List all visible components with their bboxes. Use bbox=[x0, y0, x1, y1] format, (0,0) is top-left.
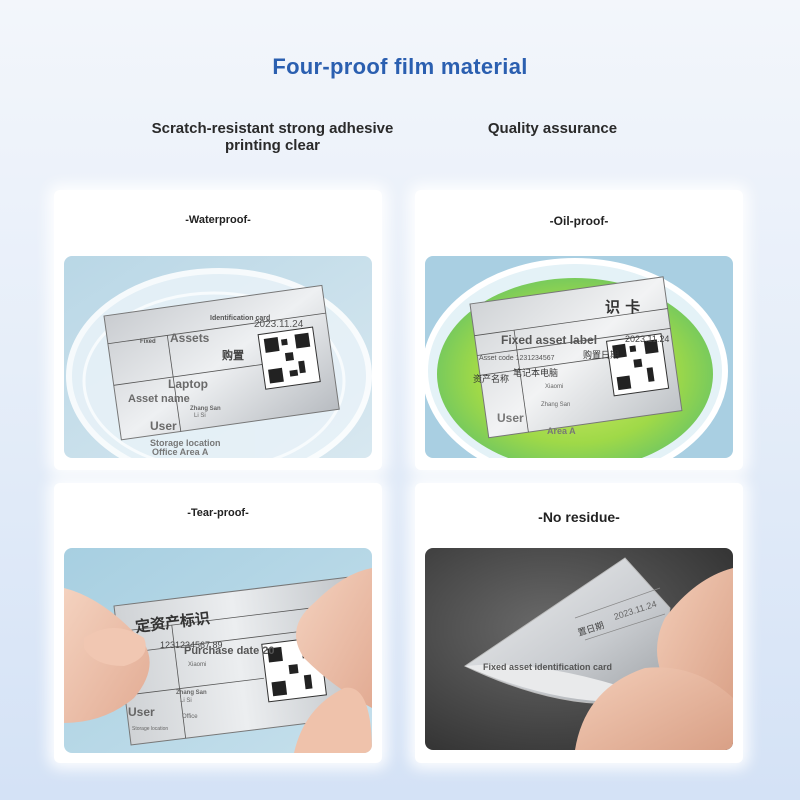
tearproof-photo: 定资产标识 1231234567 89 Xiaomi Purchase date… bbox=[64, 548, 372, 753]
tp-zhang-text: Zhang San bbox=[176, 690, 207, 696]
noresidue-label: -No residue- bbox=[538, 509, 620, 525]
op-date-text: 2023.11.24 bbox=[625, 334, 669, 344]
wp-office-text: Office Area A bbox=[152, 447, 209, 457]
tp-purchase-text: Purchase date 20 bbox=[184, 645, 275, 657]
noresidue-image: Fixed asset identification card 2023.11.… bbox=[425, 548, 733, 750]
tp-office-text: Office bbox=[182, 714, 198, 720]
subtitle-left: Scratch-resistant strong adhesive printi… bbox=[151, 120, 394, 154]
tearproof-label: -Tear-proof- bbox=[187, 507, 249, 519]
wp-laptop-text: Laptop bbox=[168, 377, 208, 391]
waterproof-label: -Waterproof- bbox=[185, 214, 251, 226]
tp-code-text: 1231234567 89 bbox=[160, 640, 223, 650]
wp-assetname-text: Asset name bbox=[128, 393, 190, 405]
op-office-text: Area A bbox=[547, 426, 576, 436]
waterproof-photo: Fixed Identification card Assets 2023.11… bbox=[64, 256, 372, 458]
tp-user-text: User bbox=[128, 705, 155, 719]
oilproof-label: -Oil-proof- bbox=[549, 214, 609, 228]
wp-zhang-text: Zhang San bbox=[190, 406, 221, 412]
op-asset-code-text: Asset code 1231234567 bbox=[479, 355, 555, 362]
nr-fixed-id-text: Fixed asset identification card bbox=[483, 662, 612, 672]
tearproof-image: 定资产标识 1231234567 89 Xiaomi Purchase date… bbox=[64, 548, 372, 753]
wp-assets-text: Assets bbox=[170, 331, 210, 345]
wp-lisi-text: Li Si bbox=[194, 413, 206, 419]
op-user-text: User bbox=[497, 411, 524, 425]
tearproof-panel: -Tear-proof- bbox=[54, 483, 382, 763]
waterproof-image: Fixed Identification card Assets 2023.11… bbox=[64, 256, 372, 458]
oilproof-panel: -Oil-proof- bbox=[415, 190, 743, 470]
wp-storage-text: Storage location bbox=[150, 438, 221, 448]
wp-date-text: 2023.11.24 bbox=[254, 319, 304, 330]
op-fixed-label-text: Fixed asset label bbox=[501, 333, 597, 347]
tp-storage-text: Storage location bbox=[132, 726, 168, 732]
waterproof-panel: -Waterproof- bbox=[54, 190, 382, 470]
wp-idcard-text: Identification card bbox=[210, 315, 270, 322]
oilproof-photo: 识 卡 Fixed asset label Asset code 1231234… bbox=[425, 256, 733, 458]
tp-lisi-text: Li Si bbox=[180, 698, 192, 704]
page-title: Four-proof film material bbox=[272, 54, 528, 79]
op-xiaomi-text: Xiaomi bbox=[545, 384, 563, 390]
wp-fixed-text: Fixed bbox=[140, 339, 156, 345]
wp-user-text: User bbox=[150, 419, 177, 433]
wp-purchase-text: 购置 bbox=[222, 348, 244, 362]
op-assetname-cn-text: 资产名称 bbox=[473, 373, 509, 385]
oilproof-image: 识 卡 Fixed asset label Asset code 1231234… bbox=[425, 256, 733, 458]
op-title-text: 识 卡 bbox=[605, 298, 640, 316]
noresidue-panel: -No residue- Fixed asset identificat bbox=[415, 483, 743, 763]
subtitle-right: Quality assurance bbox=[487, 120, 618, 137]
tp-xiaomi-text: Xiaomi bbox=[188, 662, 206, 668]
op-laptop-cn-text: 笔记本电脑 bbox=[513, 367, 558, 379]
op-zhang-text: Zhang San bbox=[541, 402, 570, 408]
noresidue-photo: Fixed asset identification card 2023.11.… bbox=[425, 548, 733, 750]
op-purchase-cn-text: 购置日期 bbox=[583, 349, 619, 361]
